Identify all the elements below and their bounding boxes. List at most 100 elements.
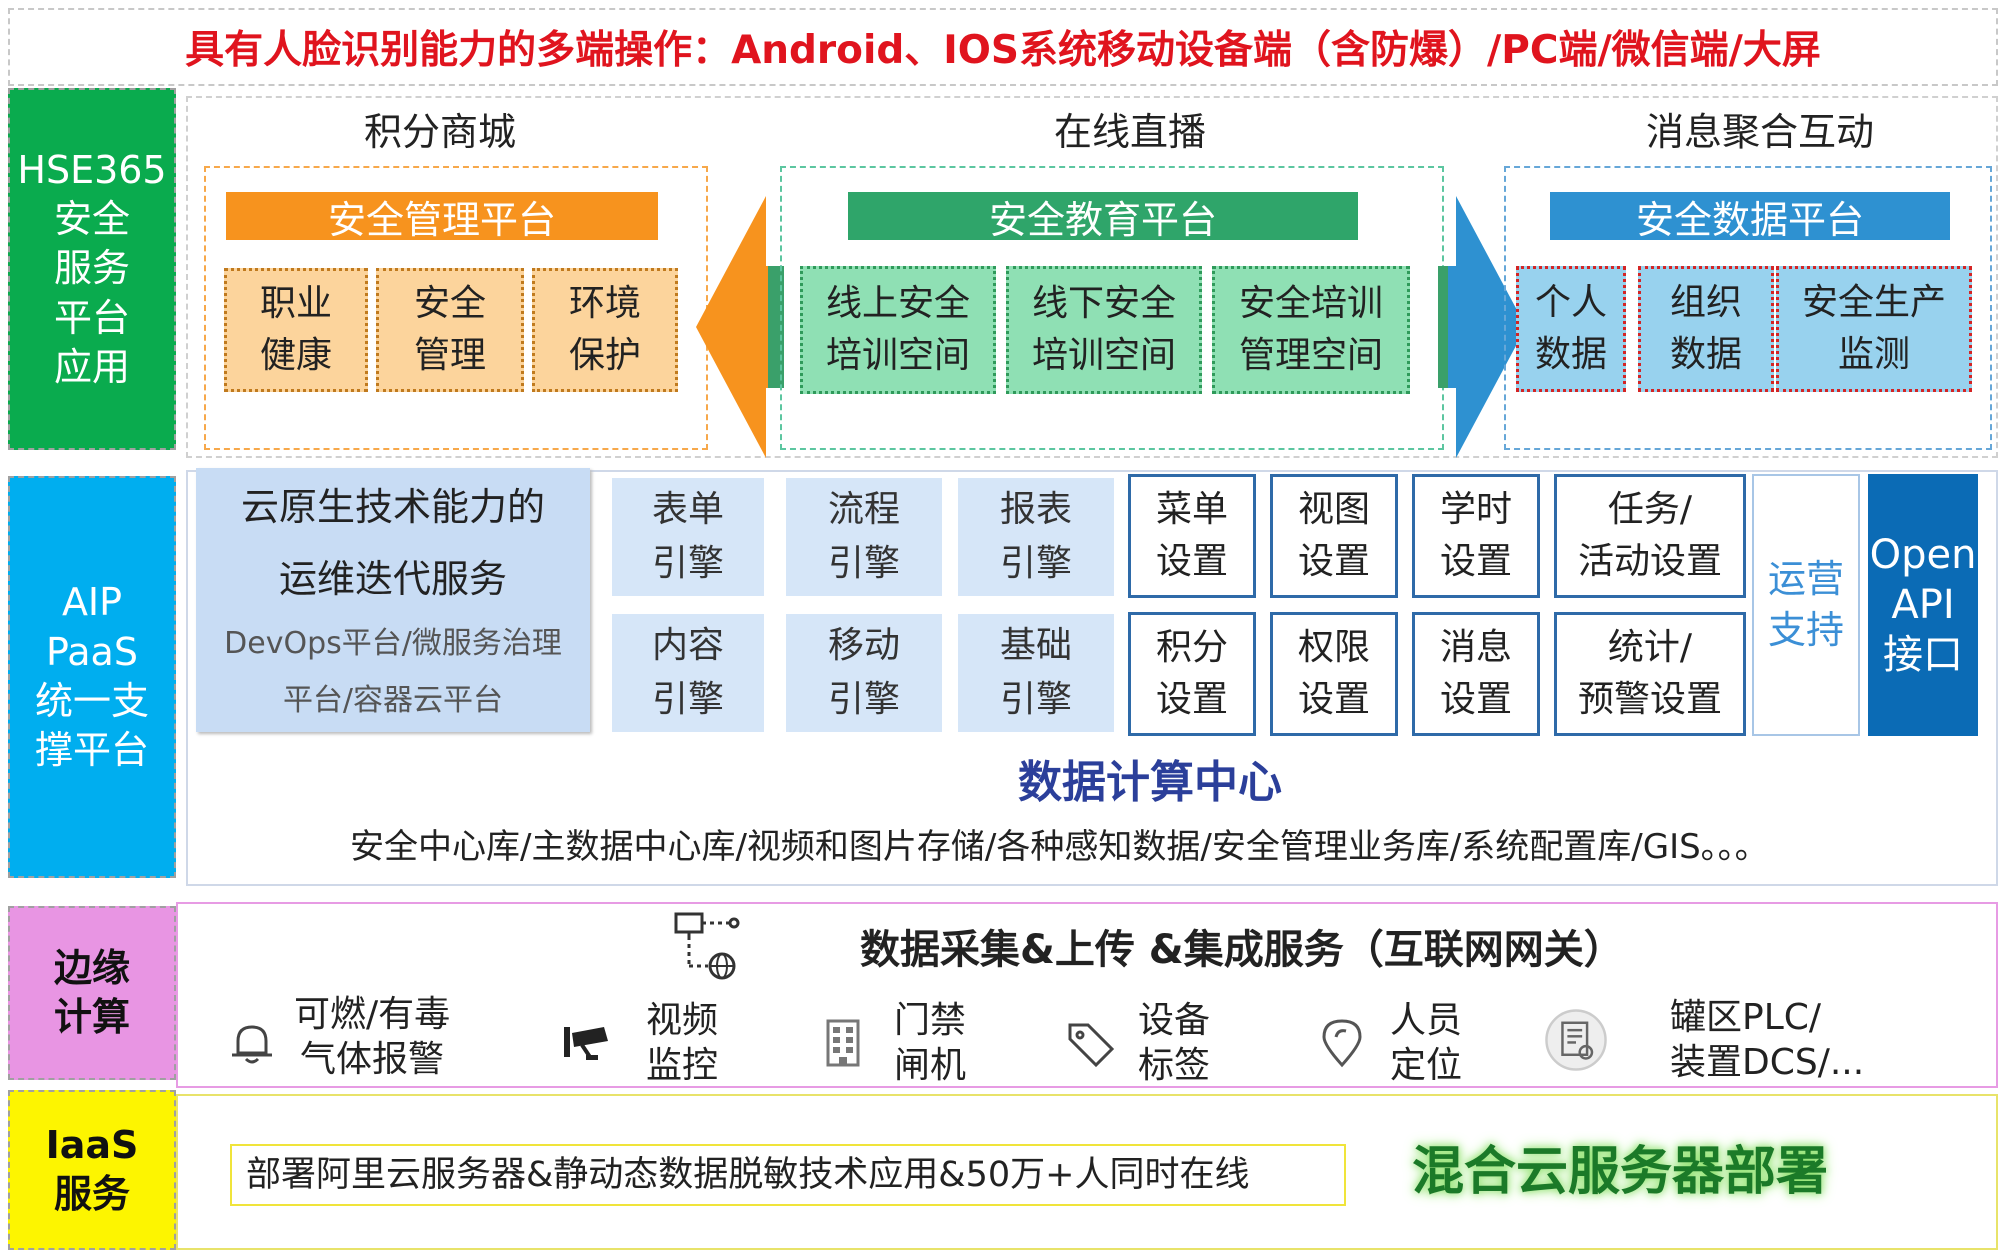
- setting-label: 统计/: [1607, 626, 1693, 668]
- location-pin-icon: [1322, 1019, 1362, 1068]
- edge-item-label: 气体报警: [300, 1039, 445, 1080]
- platform-group-safety-data: [1504, 166, 1992, 450]
- setting-message[interactable]: 消息 设置: [1412, 612, 1540, 736]
- module-occupational-health[interactable]: 职业 健康: [224, 268, 368, 392]
- tag-icon: [1068, 1023, 1115, 1068]
- hybrid-cloud-title: 混合云服务器部署: [1411, 1141, 1828, 1202]
- module-label: 安全培训: [1238, 282, 1383, 324]
- edge-item-label: 可燃/有毒: [294, 994, 451, 1035]
- engine-label: 引擎: [827, 679, 900, 720]
- ops-support[interactable]: 运营 支持: [1752, 474, 1860, 736]
- module-label: 管理空间: [1238, 335, 1383, 376]
- setting-task-activity[interactable]: 任务/ 活动设置: [1554, 474, 1746, 598]
- cloud-native-line: 云原生技术能力的: [240, 484, 545, 529]
- side-label-iaas: IaaS 服务: [8, 1090, 176, 1250]
- open-api-block[interactable]: Open API 接口: [1868, 474, 1978, 736]
- side-label-line: 统一支: [34, 679, 149, 723]
- setting-study-hours[interactable]: 学时 设置: [1412, 474, 1540, 598]
- side-label-line: HSE365: [17, 147, 167, 192]
- side-label-line: 服务: [53, 1172, 130, 1216]
- side-label-line: PaaS: [46, 629, 138, 674]
- open-api-label: API: [1891, 582, 1955, 628]
- camera-icon: [564, 1027, 608, 1060]
- setting-label: 任务/: [1607, 488, 1693, 530]
- edge-item-device-tag[interactable]: 设备 标签: [1064, 998, 1284, 1088]
- edge-item-label: 视频: [646, 1000, 719, 1041]
- engine-label: 引擎: [651, 679, 724, 720]
- engine-form[interactable]: 表单 引擎: [612, 478, 764, 596]
- setting-label: 菜单: [1155, 488, 1228, 530]
- edge-item-label: 闸机: [894, 1045, 967, 1086]
- setting-label: 设置: [1439, 541, 1512, 582]
- edge-item-label: 监控: [646, 1045, 719, 1086]
- setting-label: 设置: [1155, 541, 1228, 582]
- open-api-label: Open: [1869, 532, 1977, 578]
- cloud-native-detail: 平台/容器云平台: [282, 683, 504, 719]
- side-label-line: 边缘: [53, 945, 130, 990]
- edge-item-label: 人员: [1390, 1000, 1463, 1041]
- platform-bar-safety-education: 安全教育平台: [848, 192, 1358, 242]
- setting-view[interactable]: 视图 设置: [1270, 474, 1398, 598]
- module-label: 职业: [259, 282, 332, 324]
- setting-label: 消息: [1439, 626, 1512, 668]
- module-label: 安全: [413, 282, 486, 324]
- engine-workflow[interactable]: 流程 引擎: [786, 478, 942, 596]
- module-label: 保护: [568, 335, 641, 376]
- edge-item-plc-dcs[interactable]: 罐区PLC/ 装置DCS/...: [1544, 992, 1984, 1088]
- setting-label: 设置: [1155, 679, 1228, 720]
- engine-label: 引擎: [651, 543, 724, 584]
- setting-label: 设置: [1297, 541, 1370, 582]
- data-center-description: 安全中心库/主数据中心库/视频和图片存储/各种感知数据/安全管理业务库/系统配置…: [350, 827, 1769, 867]
- iaas-layer: [176, 1094, 1998, 1250]
- edge-item-label: 装置DCS/...: [1670, 1042, 1865, 1083]
- deployment-description: 部署阿里云服务器&静动态数据脱敏技术应用&50万+人同时在线: [230, 1144, 1346, 1206]
- setting-label: 积分: [1155, 626, 1228, 668]
- module-environment-protection[interactable]: 环境 保护: [532, 268, 678, 392]
- ops-support-label: 运营: [1767, 556, 1844, 601]
- setting-menu[interactable]: 菜单 设置: [1128, 474, 1256, 598]
- setting-statistics-alert[interactable]: 统计/ 预警设置: [1554, 612, 1746, 736]
- engine-content[interactable]: 内容 引擎: [612, 614, 764, 732]
- module-personal-data[interactable]: 个人 数据: [1516, 266, 1626, 392]
- module-offline-training[interactable]: 线下安全 培训空间: [1006, 266, 1202, 394]
- side-label-edge: 边缘 计算: [8, 906, 176, 1080]
- edge-item-gas-alarm[interactable]: 可燃/有毒 气体报警: [226, 994, 476, 1088]
- bell-icon: [232, 1025, 272, 1064]
- engine-mobile[interactable]: 移动 引擎: [786, 614, 942, 732]
- cloud-native-detail: DevOps平台/微服务治理: [224, 626, 562, 662]
- engine-report[interactable]: 报表 引擎: [958, 478, 1114, 596]
- side-label-line: AIP: [61, 580, 123, 625]
- engine-label: 引擎: [999, 543, 1072, 584]
- module-label: 数据: [1669, 334, 1742, 375]
- engine-label: 引擎: [827, 543, 900, 584]
- section-heading-live: 在线直播: [1053, 109, 1206, 154]
- edge-item-person-location[interactable]: 人员 定位: [1316, 998, 1536, 1088]
- module-label: 健康: [259, 335, 332, 376]
- engine-label: 基础: [999, 625, 1072, 666]
- engine-label: 表单: [651, 489, 724, 530]
- edge-computing-layer: [176, 902, 1998, 1088]
- module-training-management[interactable]: 安全培训 管理空间: [1212, 266, 1410, 394]
- module-safety-management[interactable]: 安全 管理: [376, 268, 524, 392]
- engine-basic[interactable]: 基础 引擎: [958, 614, 1114, 732]
- section-heading-messages: 消息聚合互动: [1645, 109, 1874, 154]
- side-label-line: 撑平台: [34, 728, 149, 773]
- setting-points[interactable]: 积分 设置: [1128, 612, 1256, 736]
- edge-item-access-gate[interactable]: 门禁 闸机: [820, 998, 1020, 1088]
- module-label: 线上安全: [825, 282, 970, 324]
- data-center-title: 数据计算中心: [1018, 757, 1282, 808]
- edge-item-video[interactable]: 视频 监控: [560, 998, 760, 1088]
- module-production-monitoring[interactable]: 安全生产 监测: [1776, 266, 1972, 392]
- side-label-hse: HSE365 安全 服务 平台 应用: [8, 88, 176, 450]
- module-label: 个人: [1534, 281, 1607, 323]
- platform-bar-safety-data: 安全数据平台: [1550, 192, 1950, 242]
- module-organization-data[interactable]: 组织 数据: [1638, 266, 1774, 392]
- module-label: 环境: [568, 282, 641, 324]
- module-online-training[interactable]: 线上安全 培训空间: [800, 266, 996, 394]
- setting-permission[interactable]: 权限 设置: [1270, 612, 1398, 736]
- arrow-right-icon: [1438, 196, 1526, 458]
- edge-item-label: 标签: [1138, 1045, 1211, 1086]
- setting-label: 活动设置: [1577, 541, 1722, 582]
- ops-support-label: 支持: [1767, 608, 1844, 652]
- module-label: 管理: [413, 335, 486, 376]
